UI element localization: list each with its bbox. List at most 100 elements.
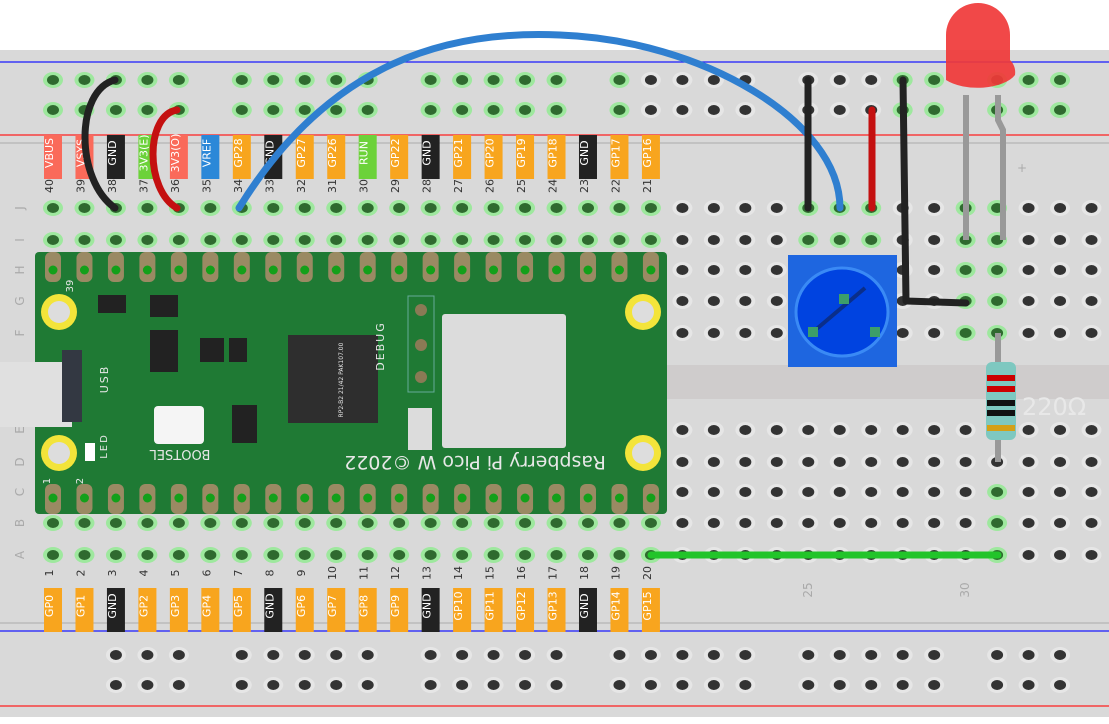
row-letter: A [13,550,27,559]
pin-number: 24 [547,179,560,193]
resistor-band [987,386,1015,392]
pin-number: 31 [326,179,339,193]
rail-hole [267,680,280,690]
hole [928,265,941,275]
rail-hole [141,680,154,690]
row-letter: H [13,265,27,274]
pin-label-badge [516,135,535,179]
pin-label: GP0 [43,595,56,617]
rail-hole [833,75,846,85]
pin-number: 22 [609,179,622,193]
hole [928,487,941,497]
pico-pad-hole [79,265,89,275]
hole [141,518,154,528]
hole [928,457,941,467]
hole [1085,518,1098,528]
rail-hole [613,105,626,115]
pin-label: GP1 [74,595,87,617]
hole [739,265,752,275]
hole [424,550,437,560]
pin-label: GND [106,593,119,618]
rail-hole [298,105,311,115]
pico-pad-hole [79,493,89,503]
led-icon [946,3,1016,88]
pin-number: 27 [452,179,465,193]
pin-label: GND [578,593,591,618]
hole [361,203,374,213]
pin-label: GP3 [169,595,182,617]
hole [47,550,59,560]
hole [644,518,657,528]
hole [896,457,909,467]
hole [802,518,815,528]
pin-label-badge [138,588,157,632]
column-number-30: 30 [958,582,972,597]
pin-label: GP4 [200,595,213,617]
rail-hole [487,650,500,660]
hole [141,550,154,560]
bootsel-label: BOOTSEL [149,446,211,461]
pin-number: 19 [609,566,622,580]
pin-number: 2 [74,570,87,577]
hole [1054,425,1067,435]
pin-label: GP17 [609,138,622,167]
hole [393,203,406,213]
hole [707,457,720,467]
pin-label-badge [390,588,409,632]
rail-hole [676,650,689,660]
wire-black-led-gnd [899,76,970,307]
usb-connector [0,362,72,427]
hole [739,487,752,497]
pico-pad-hole [426,265,436,275]
hole [581,518,594,528]
rail-hole [550,105,563,115]
pin-label: RUN [358,141,371,165]
hole [581,235,594,245]
pin-label: GND [421,593,434,618]
rail-hole [676,105,689,115]
wifi-module [442,314,566,448]
pin-number: 14 [452,566,465,580]
rail-hole [613,75,626,85]
pin-label-badge [201,135,220,179]
hole [707,203,720,213]
hole [1054,457,1067,467]
pico-pad-hole [489,265,499,275]
hole [1022,518,1035,528]
pico-pad-hole [237,493,247,503]
rail-hole [361,105,374,115]
hole [707,235,720,245]
pin-label: GND [263,593,276,618]
hole [865,518,878,528]
hole [959,425,972,435]
pin-number: 33 [263,179,276,193]
hole [393,518,406,528]
pin-label: GP16 [641,138,654,167]
hole [991,296,1004,306]
hole [959,487,972,497]
hole [676,518,689,528]
potentiometer-arrow [811,286,867,334]
hole [896,518,909,528]
rail-hole [456,680,469,690]
rail-hole [361,680,374,690]
hole [456,203,469,213]
pin-label-badge [547,135,566,179]
rail-hole [707,75,720,85]
pin-label-badge [44,135,62,179]
hole [361,550,374,560]
hole [770,425,783,435]
hole [1054,487,1067,497]
rail-hole [865,650,878,660]
rail-hole [644,105,657,115]
hole [456,235,469,245]
rail-hole [833,680,846,690]
pico-pad-hole [174,265,184,275]
debug-header [407,295,435,393]
pin-number: 13 [421,566,434,580]
hole [676,296,689,306]
rail-hole [1022,650,1035,660]
pin-number: 30 [358,179,371,193]
pin-label-badge [232,135,251,179]
